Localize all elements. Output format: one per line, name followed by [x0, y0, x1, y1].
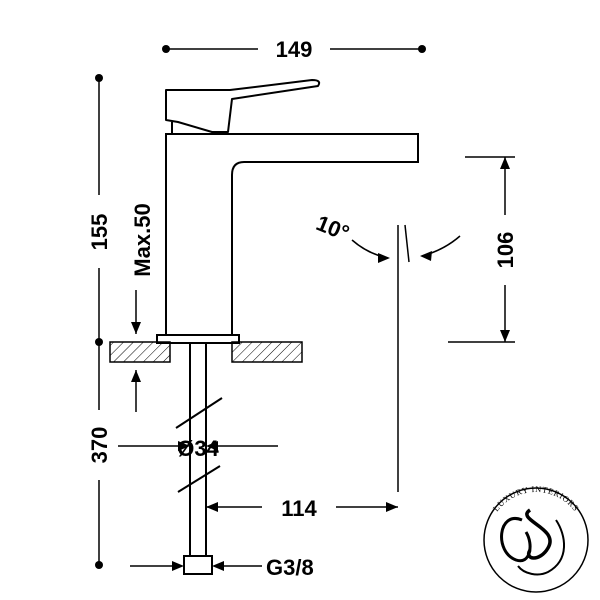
countertop — [109, 341, 303, 363]
dimension-hose-length: 370 — [87, 342, 112, 569]
thread-label: G3/8 — [266, 555, 314, 580]
faucet-body — [156, 79, 419, 344]
lever-handle — [165, 79, 321, 133]
logo-arc-text: LUXURY INTERIORS — [491, 484, 582, 513]
spout-height-label: 106 — [493, 232, 518, 269]
dimension-spout-height: 106 — [448, 156, 518, 343]
dimension-thread: G3/8 — [130, 555, 314, 580]
base-flange — [156, 334, 240, 344]
dimension-reach: 114 — [206, 496, 398, 521]
dimension-height: 155 — [87, 74, 112, 346]
spout — [165, 133, 419, 336]
dimension-max-deck: Max.50 — [130, 203, 155, 412]
reach-label: 114 — [281, 496, 317, 521]
brand-logo: LUXURY INTERIORS — [483, 484, 589, 593]
thread-connector — [183, 555, 213, 575]
dimension-angle: 10° — [313, 210, 461, 492]
logo-monogram-icon — [500, 508, 566, 576]
angle-label: 10° — [313, 210, 353, 246]
dimension-width: 149 — [162, 37, 426, 62]
width-label: 149 — [276, 37, 313, 62]
max-deck-label: Max.50 — [130, 203, 155, 276]
height-label: 155 — [87, 214, 112, 251]
diameter-label: Ø34 — [177, 436, 219, 461]
dimension-diameter: Ø34 — [118, 436, 278, 461]
hose-length-label: 370 — [87, 427, 112, 464]
